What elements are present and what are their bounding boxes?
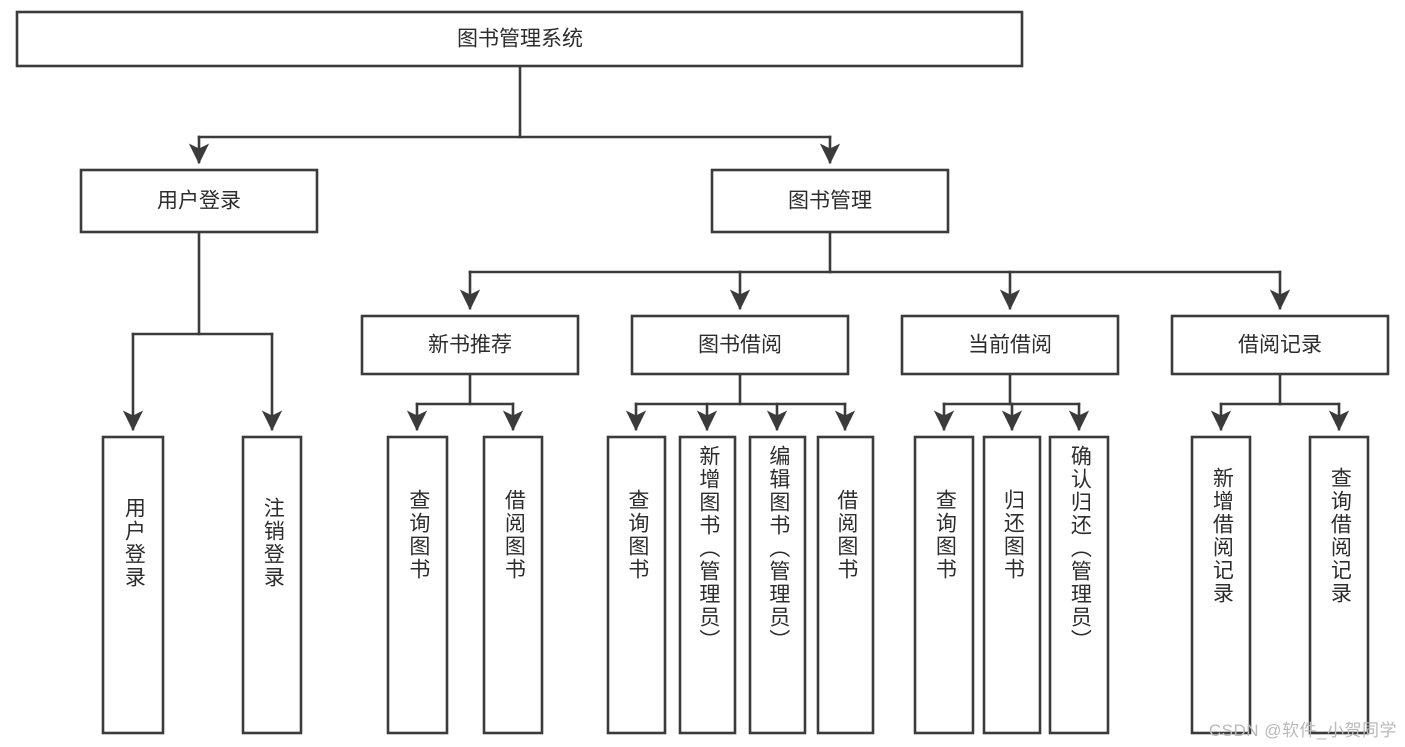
node-book-manage-label: 图书管理 [788, 190, 872, 213]
leaf-add-borrow-record[interactable]: 新增借阅记录 [1192, 437, 1250, 733]
connector-new-book-recommend-to-leaves [406, 372, 524, 432]
leaf-query-book-2-label: 查询图书 [625, 489, 649, 581]
leaf-add-book-admin-label: 新增图书（管理员） [696, 445, 720, 652]
node-book-manage[interactable]: 图书管理 [710, 168, 950, 234]
leaf-box-borrow-book-1[interactable] [482, 435, 544, 735]
leaf-query-borrow-record[interactable]: 查询借阅记录 [1310, 437, 1368, 733]
node-new-book-recommend[interactable]: 新书推荐 [360, 314, 580, 376]
leaf-add-borrow-record-label: 新增借阅记录 [1210, 467, 1234, 605]
node-current-borrow[interactable]: 当前借阅 [900, 314, 1120, 376]
connector-book-borrow-to-leaves [625, 372, 856, 432]
leaf-confirm-return-admin-label: 确认归还（管理员） [1068, 445, 1092, 652]
node-root[interactable]: 图书管理系统 [15, 10, 1024, 68]
leaf-edit-book-admin-label: 编辑图书（管理员） [766, 445, 790, 652]
node-book-borrow-label: 图书借阅 [698, 334, 782, 357]
csdn-watermark: CSDN @软件_小贺同学 [1208, 721, 1397, 740]
leaf-box-edit-book-admin[interactable] [748, 435, 807, 735]
node-user-login-label: 用户登录 [157, 190, 241, 213]
leaf-box-borrow-book-2[interactable] [816, 435, 875, 735]
leaf-edit-book-admin[interactable]: 编辑图书（管理员） [750, 437, 805, 733]
connector-root-to-level2 [188, 64, 841, 165]
leaf-user-login-label: 用户登录 [122, 497, 146, 589]
leaf-borrow-book-2[interactable]: 借阅图书 [818, 437, 873, 733]
node-user-login[interactable]: 用户登录 [79, 168, 319, 234]
leaf-box-query-book-1[interactable] [386, 435, 449, 735]
node-book-borrow[interactable]: 图书借阅 [630, 314, 850, 376]
leaf-box-confirm-return-admin[interactable] [1048, 435, 1110, 735]
leaf-query-book-1-label: 查询图书 [406, 489, 430, 581]
connector-user-login-to-leaves [122, 230, 283, 432]
leaf-confirm-return-admin[interactable]: 确认归还（管理员） [1050, 437, 1108, 733]
leaf-add-book-admin[interactable]: 新增图书（管理员） [680, 437, 735, 733]
node-root-label: 图书管理系统 [457, 28, 583, 51]
leaf-return-book[interactable]: 归还图书 [984, 437, 1040, 733]
leaf-box-return-book[interactable] [982, 435, 1042, 735]
leaf-query-book-3-label: 查询图书 [933, 489, 957, 581]
leaf-user-login[interactable]: 用户登录 [103, 437, 163, 733]
leaf-box-user-login[interactable] [101, 435, 165, 735]
leaf-box-user-logout[interactable] [241, 435, 303, 735]
leaf-box-query-book-3[interactable] [913, 435, 975, 735]
leaf-query-book-3[interactable]: 查询图书 [915, 437, 973, 733]
leaf-query-book-1[interactable]: 查询图书 [388, 437, 447, 733]
leaf-box-query-borrow-record[interactable] [1308, 435, 1370, 735]
leaf-user-logout-label: 注销登录 [261, 497, 285, 589]
leaf-box-add-book-admin[interactable] [678, 435, 737, 735]
leaf-query-book-2[interactable]: 查询图书 [608, 437, 665, 733]
leaf-query-borrow-record-label: 查询借阅记录 [1328, 467, 1352, 605]
connector-borrow-record-to-leaves [1210, 372, 1350, 432]
connector-current-borrow-to-leaves [933, 372, 1090, 432]
connector-book-manage-to-level3 [459, 230, 1291, 311]
node-borrow-record-label: 借阅记录 [1238, 334, 1322, 357]
leaf-box-query-book-2[interactable] [606, 435, 667, 735]
leaf-borrow-book-2-label: 借阅图书 [834, 489, 858, 581]
node-new-book-recommend-label: 新书推荐 [428, 334, 512, 357]
leaf-user-logout[interactable]: 注销登录 [243, 437, 301, 733]
node-current-borrow-label: 当前借阅 [968, 334, 1052, 357]
leaf-return-book-label: 归还图书 [1001, 489, 1025, 581]
leaf-box-add-borrow-record[interactable] [1190, 435, 1252, 735]
leaf-borrow-book-1[interactable]: 借阅图书 [484, 437, 542, 733]
leaf-borrow-book-1-label: 借阅图书 [502, 489, 526, 581]
node-borrow-record[interactable]: 借阅记录 [1170, 314, 1390, 376]
